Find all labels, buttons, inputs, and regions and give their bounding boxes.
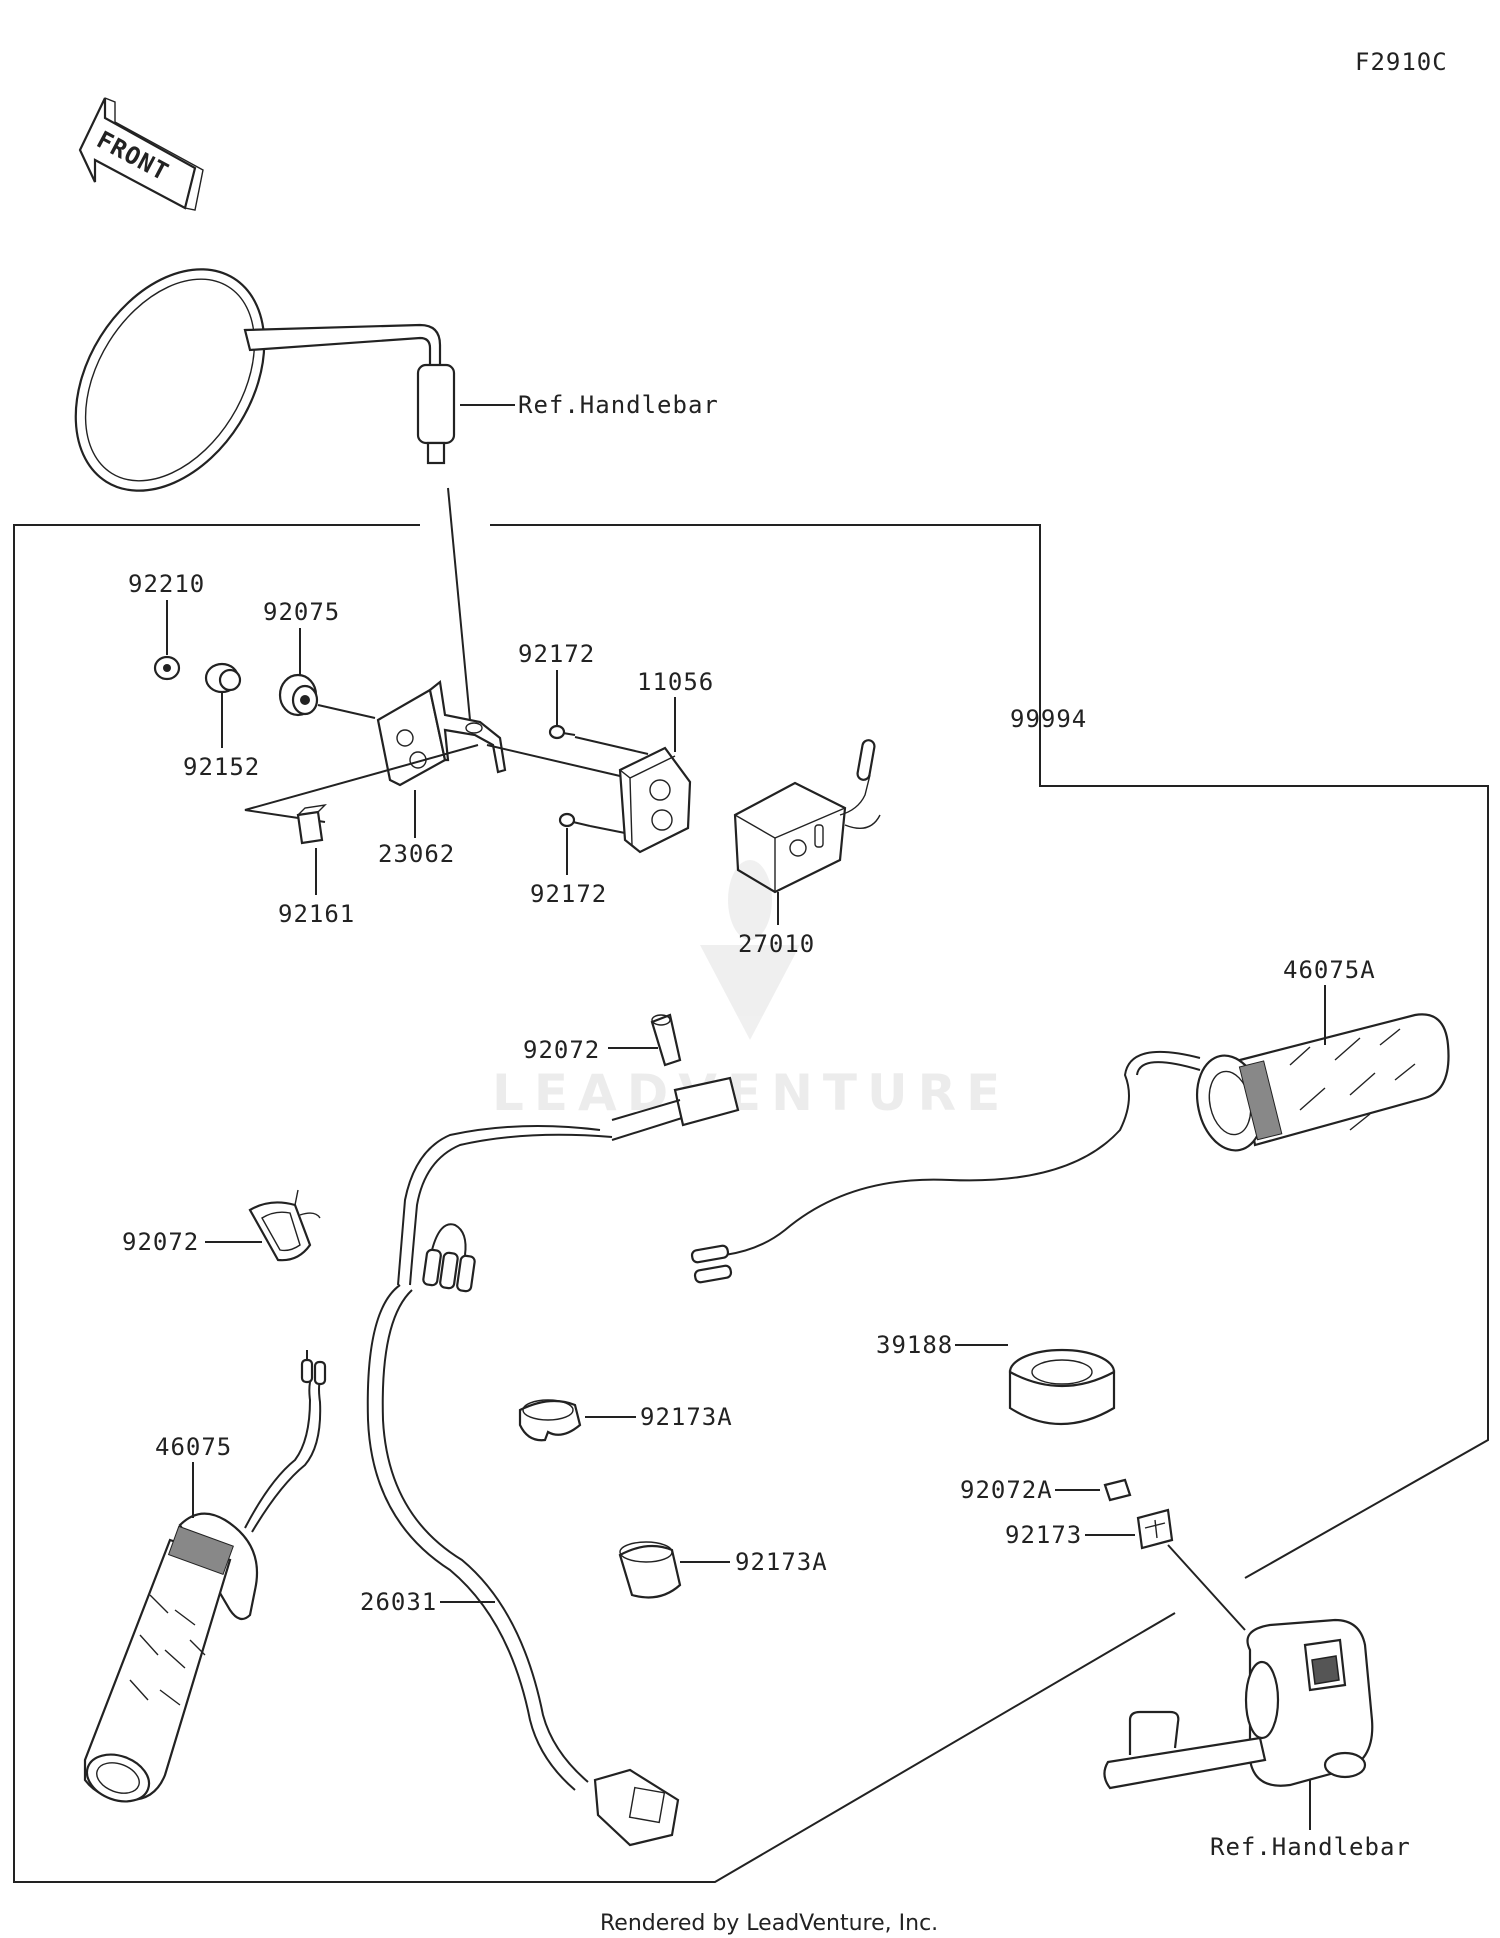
bracket-23062 [376,679,507,787]
label-99994: 99994 [1010,705,1087,733]
connector-46075 [300,1350,327,1386]
label-92152: 92152 [183,753,260,781]
leader-92173-to-switch [1167,1544,1246,1631]
handlebar-switch-housing [1103,1618,1374,1790]
footer-credit: Rendered by LeadVenture, Inc. [600,1911,938,1936]
harness-26031 [366,1076,740,1847]
nut-92210 [153,655,181,681]
label-23062: 23062 [378,840,455,868]
clamp-92173A-2 [618,1541,682,1599]
grip-46075A [1196,1013,1450,1152]
mirror-bolt-axis [447,487,471,721]
ref-handlebar-top: Ref.Handlebar [518,391,719,419]
label-92072-left: 92072 [122,1228,199,1256]
clamp-92173A-1 [518,1399,582,1442]
band-92072-left [248,1189,321,1262]
grommet-92075 [278,673,319,717]
label-26031: 26031 [360,1588,437,1616]
damper-92161 [296,803,327,845]
label-27010: 27010 [738,930,815,958]
label-11056: 11056 [637,668,714,696]
diagram-code: F2910C [1355,48,1448,76]
front-arrow-icon: FRONT [78,97,204,211]
label-39188: 39188 [876,1331,953,1359]
connector-46075A [690,1244,733,1284]
switch-27010 [733,739,881,894]
tape-39188 [1008,1348,1116,1425]
grip-46075 [83,1512,259,1803]
band-92072-top [650,1013,682,1067]
wire-46075 [244,1374,313,1529]
screw-92172-top [548,724,576,740]
label-92072A: 92072A [960,1476,1053,1504]
kit-boundary [13,524,1489,1883]
watermark-text: LEADVENTURE [492,1064,1010,1122]
clip-92072A [1103,1478,1132,1502]
leadventure-watermark [700,860,800,1040]
label-92173A-2: 92173A [735,1548,828,1576]
mirror [74,268,456,492]
wire-46075A [724,1050,1201,1256]
label-92173A-1: 92173A [640,1403,733,1431]
label-92072-top: 92072 [523,1036,600,1064]
bracket-11056 [618,746,692,854]
label-46075A: 46075A [1283,956,1376,984]
label-92173: 92173 [1005,1521,1082,1549]
label-92172-top: 92172 [518,640,595,668]
label-92210: 92210 [128,570,205,598]
label-46075: 46075 [155,1433,232,1461]
label-92075: 92075 [263,598,340,626]
label-92172-bottom: 92172 [530,880,607,908]
clamp-92173 [1136,1508,1174,1550]
screw-92172-bottom [558,812,591,828]
label-92161: 92161 [278,900,355,928]
ref-handlebar-bottom: Ref.Handlebar [1210,1833,1411,1861]
collar-92152 [204,662,242,694]
